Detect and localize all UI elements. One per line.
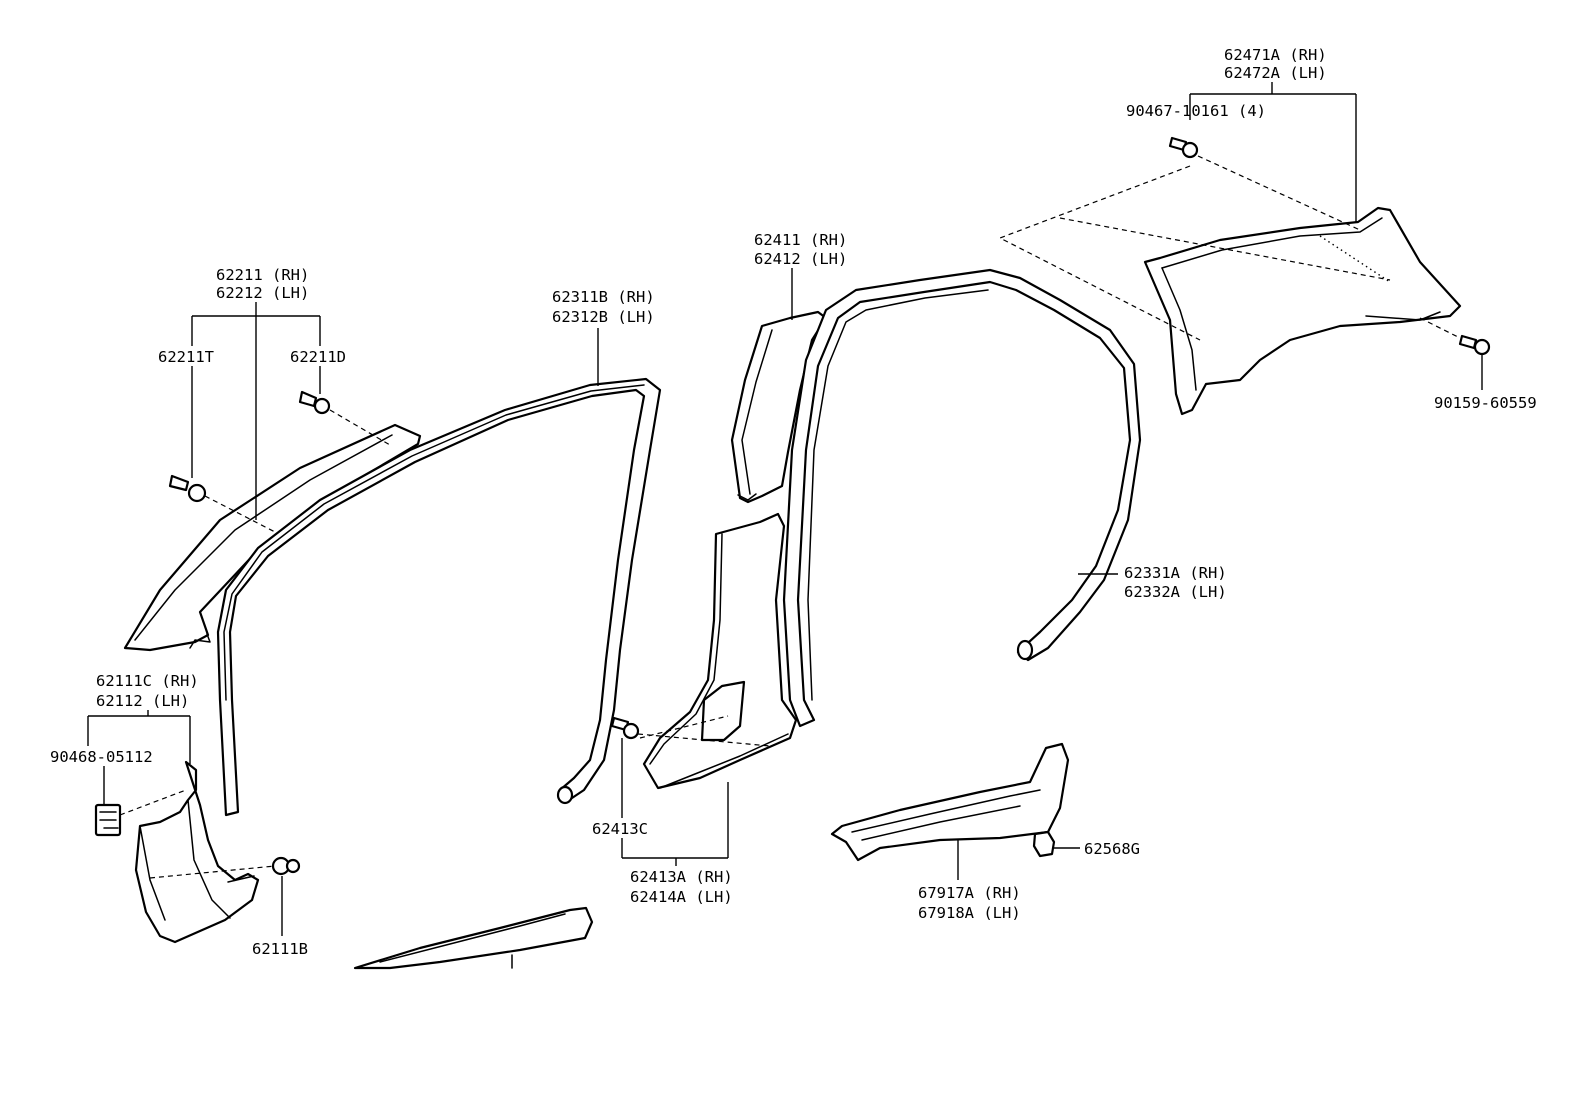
- label-62414A: 62414A (LH): [630, 888, 733, 906]
- label-67918A: 67918A (LH): [918, 904, 1021, 922]
- rear-scuff-plate: [830, 742, 1070, 862]
- leader-lines: [87, 82, 1483, 936]
- label-62112: 62112 (LH): [96, 692, 189, 710]
- label-62211T: 62211T: [158, 348, 214, 366]
- screw-62211T: [168, 474, 207, 503]
- label-62212: 62212 (LH): [216, 284, 309, 302]
- quarter-trim-panel: [1143, 206, 1462, 416]
- cowl-side-trim: [134, 760, 260, 944]
- label-90159: 90159-60559: [1434, 394, 1537, 412]
- label-62111B: 62111B: [252, 940, 308, 958]
- label-62472A: 62472A (LH): [1224, 64, 1327, 82]
- label-62471A: 62471A (RH): [1224, 46, 1327, 64]
- label-67917A: 67917A (RH): [918, 884, 1021, 902]
- label-62331A: 62331A (RH): [1124, 564, 1227, 582]
- screw-90159: [1458, 334, 1491, 356]
- label-62411: 62411 (RH): [754, 231, 847, 249]
- door-weatherstrip-rear: [782, 268, 1142, 728]
- screw-62413C: [610, 716, 640, 740]
- assembly-lines: [119, 155, 1461, 879]
- front-scuff-plate: [353, 906, 594, 970]
- part-labels: 62471A (RH) 62472A (LH) 90467-10161 (4) …: [50, 46, 1537, 958]
- clip-90468: [94, 803, 122, 837]
- label-62412: 62412 (LH): [754, 250, 847, 268]
- label-62413C: 62413C: [592, 820, 648, 838]
- screw-90467: [1168, 136, 1199, 159]
- label-90467: 90467-10161 (4): [1126, 102, 1266, 120]
- label-62211D: 62211D: [290, 348, 346, 366]
- clip-62111B: [271, 856, 301, 876]
- label-90468: 90468-05112: [50, 748, 153, 766]
- b-pillar-lower-garnish: [642, 512, 798, 790]
- label-62211: 62211 (RH): [216, 266, 309, 284]
- clip-62568G: [1032, 830, 1056, 858]
- screw-62211D: [298, 390, 331, 415]
- label-62413A: 62413A (RH): [630, 868, 733, 886]
- door-weatherstrip-front: [216, 377, 662, 817]
- label-62568G: 62568G: [1084, 840, 1140, 858]
- label-62312B: 62312B (LH): [552, 308, 655, 326]
- label-62311B: 62311B (RH): [552, 288, 655, 306]
- label-62111C: 62111C (RH): [96, 672, 199, 690]
- label-62332A: 62332A (LH): [1124, 583, 1227, 601]
